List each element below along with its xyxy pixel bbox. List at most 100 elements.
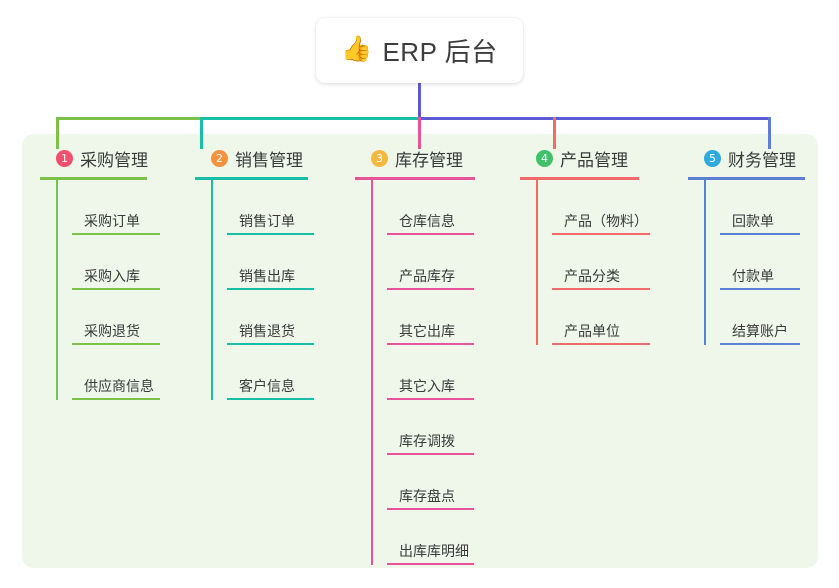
leaf-label: 结算账户 bbox=[732, 323, 788, 339]
leaf-item[interactable]: 产品分类 bbox=[536, 235, 650, 290]
leaf-rule bbox=[387, 398, 474, 400]
leaf-item[interactable]: 销售订单 bbox=[211, 180, 314, 235]
column-badge-1: 1 bbox=[56, 149, 73, 167]
leaf-item[interactable]: 回款单 bbox=[704, 180, 805, 235]
column-title: 产品管理 bbox=[560, 150, 628, 170]
column-rule bbox=[355, 177, 475, 180]
leaf-label: 采购退货 bbox=[84, 323, 140, 339]
leaf-item[interactable]: 库存调拨 bbox=[371, 400, 475, 455]
leaf-item[interactable]: 产品单位 bbox=[536, 290, 650, 345]
leaf-label: 客户信息 bbox=[239, 378, 295, 394]
leaf-label: 产品分类 bbox=[564, 268, 620, 284]
leaf-item[interactable]: 结算账户 bbox=[704, 290, 805, 345]
leaf-item[interactable]: 出库库明细 bbox=[371, 510, 475, 565]
leaf-item[interactable]: 其它入库 bbox=[371, 345, 475, 400]
leaf-label: 销售退货 bbox=[239, 323, 295, 339]
column-header-2[interactable]: 2 销售管理 bbox=[195, 146, 308, 170]
leaf-rule bbox=[552, 343, 650, 345]
column-header-1[interactable]: 1 采购管理 bbox=[40, 146, 154, 170]
trunk-segment-green bbox=[56, 117, 202, 120]
root-title: ERP 后台 bbox=[382, 37, 498, 67]
column-rule bbox=[195, 177, 308, 180]
diagram-panel bbox=[22, 134, 818, 568]
column-库存管理: 3 库存管理仓库信息产品库存其它出库其它入库库存调拨库存盘点出库库明细 bbox=[355, 146, 475, 565]
column-产品管理: 4 产品管理产品（物料） 产品分类产品单位 bbox=[520, 146, 650, 345]
column-items: 回款单付款单结算账户 bbox=[688, 180, 805, 345]
leaf-rule bbox=[720, 288, 800, 290]
leaf-item[interactable]: 采购退货 bbox=[56, 290, 160, 345]
leaf-label: 仓库信息 bbox=[399, 213, 455, 229]
leaf-label: 其它入库 bbox=[399, 378, 455, 394]
column-财务管理: 5 财务管理回款单付款单结算账户 bbox=[688, 146, 805, 345]
leaf-item[interactable]: 其它出库 bbox=[371, 290, 475, 345]
leaf-label: 销售订单 bbox=[239, 213, 295, 229]
leaf-label: 产品单位 bbox=[564, 323, 620, 339]
leaf-label: 销售出库 bbox=[239, 268, 295, 284]
column-header-3[interactable]: 3 库存管理 bbox=[355, 146, 475, 170]
leaf-item[interactable]: 仓库信息 bbox=[371, 180, 475, 235]
leaf-rule bbox=[387, 288, 474, 290]
root-node[interactable]: 👍 ERP 后台 bbox=[316, 18, 523, 83]
root-stem-connector bbox=[418, 82, 421, 119]
column-title: 财务管理 bbox=[728, 150, 796, 170]
leaf-item[interactable]: 库存盘点 bbox=[371, 455, 475, 510]
trunk-segment-blue bbox=[418, 117, 771, 120]
leaf-rule bbox=[72, 343, 160, 345]
leaf-item[interactable]: 销售出库 bbox=[211, 235, 314, 290]
leaf-label: 供应商信息 bbox=[84, 378, 154, 394]
leaf-rule bbox=[387, 233, 474, 235]
column-销售管理: 2 销售管理销售订单销售出库销售退货客户信息 bbox=[195, 146, 314, 400]
column-badge-5: 5 bbox=[704, 149, 721, 167]
leaf-label: 出库库明细 bbox=[399, 543, 469, 559]
leaf-rule bbox=[227, 398, 314, 400]
branch-drop-4 bbox=[553, 117, 556, 149]
leaf-rule bbox=[387, 563, 474, 565]
leaf-rule bbox=[720, 233, 800, 235]
column-items: 仓库信息产品库存其它出库其它入库库存调拨库存盘点出库库明细 bbox=[355, 180, 475, 565]
leaf-item[interactable]: 产品库存 bbox=[371, 235, 475, 290]
leaf-rule bbox=[72, 233, 160, 235]
leaf-label: 库存盘点 bbox=[399, 488, 455, 504]
leaf-item[interactable]: 采购订单 bbox=[56, 180, 160, 235]
trunk-segment-teal bbox=[200, 117, 420, 120]
leaf-rule bbox=[387, 508, 474, 510]
column-title: 采购管理 bbox=[80, 150, 148, 170]
branch-drop-5 bbox=[768, 117, 771, 149]
column-title: 销售管理 bbox=[235, 150, 303, 170]
leaf-item[interactable]: 销售退货 bbox=[211, 290, 314, 345]
leaf-rule bbox=[720, 343, 800, 345]
leaf-label: 库存调拨 bbox=[399, 433, 455, 449]
column-items: 销售订单销售出库销售退货客户信息 bbox=[195, 180, 314, 400]
column-header-4[interactable]: 4 产品管理 bbox=[520, 146, 648, 170]
column-header-5[interactable]: 5 财务管理 bbox=[688, 146, 805, 170]
leaf-label: 产品（物料） bbox=[564, 213, 648, 229]
leaf-item[interactable]: 采购入库 bbox=[56, 235, 160, 290]
leaf-label: 回款单 bbox=[732, 213, 774, 229]
branch-drop-2 bbox=[200, 117, 203, 149]
leaf-label: 采购订单 bbox=[84, 213, 140, 229]
column-spine bbox=[56, 180, 58, 400]
column-items: 产品（物料） 产品分类产品单位 bbox=[520, 180, 650, 345]
leaf-item[interactable]: 客户信息 bbox=[211, 345, 314, 400]
column-badge-4: 4 bbox=[536, 149, 553, 167]
column-rule bbox=[520, 177, 639, 180]
leaf-rule bbox=[387, 453, 474, 455]
leaf-rule bbox=[387, 343, 474, 345]
leaf-item[interactable]: 供应商信息 bbox=[56, 345, 160, 400]
column-badge-3: 3 bbox=[371, 149, 388, 167]
leaf-label: 采购入库 bbox=[84, 268, 140, 284]
column-rule bbox=[688, 177, 805, 180]
column-title: 库存管理 bbox=[395, 150, 463, 170]
column-rule bbox=[40, 177, 147, 180]
leaf-rule bbox=[552, 233, 650, 235]
column-badge-2: 2 bbox=[211, 149, 228, 167]
branch-drop-1 bbox=[56, 117, 59, 149]
leaf-item[interactable]: 付款单 bbox=[704, 235, 805, 290]
column-spine bbox=[211, 180, 213, 400]
column-spine bbox=[704, 180, 706, 345]
leaf-label: 产品库存 bbox=[399, 268, 455, 284]
column-采购管理: 1 采购管理采购订单采购入库采购退货供应商信息 bbox=[40, 146, 160, 400]
leaf-item[interactable]: 产品（物料） bbox=[536, 180, 650, 235]
leaf-label: 其它出库 bbox=[399, 323, 455, 339]
leaf-rule bbox=[227, 233, 314, 235]
